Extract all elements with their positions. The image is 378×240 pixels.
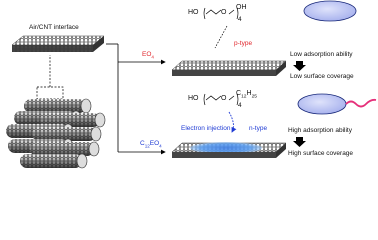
- eo4-structure: [203, 7, 239, 20]
- electron-injection-arrow: [228, 111, 237, 133]
- top-formula-repeat: 4: [238, 16, 242, 23]
- bottom-ability: High adsorption ability: [288, 127, 352, 134]
- bottom-ntype-label: n-type: [249, 125, 268, 132]
- c12eo4-structure: [203, 93, 239, 106]
- cnt-sheet-bottom: [171, 142, 287, 158]
- bottom-formula-oxygen: O: [221, 95, 227, 102]
- diagram-canvas: [6, 0, 377, 169]
- bottom-formula-left: HO: [188, 95, 199, 102]
- down-arrow-bottom: [293, 137, 306, 147]
- bottom-reagent: C12EO4: [140, 140, 162, 149]
- zoom-indicator: [36, 55, 64, 100]
- electron-injection-label: Electron injection: [181, 125, 231, 132]
- branch-arrows: [106, 43, 166, 155]
- cnt-bundle: [6, 98, 106, 169]
- headgroup-icon-top: [303, 0, 357, 22]
- top-coverage: Low surface coverage: [290, 73, 354, 80]
- headgroup-icon-bottom: [297, 93, 347, 115]
- top-formula-oxygen: O: [221, 9, 227, 16]
- top-formula-left: HO: [188, 9, 199, 16]
- alkyl-tail-icon: [345, 98, 377, 108]
- dashed-interaction-top: [214, 25, 228, 49]
- cnt-sheet-left: [11, 35, 105, 52]
- bottom-formula-right: C12H25: [236, 90, 258, 100]
- interface-title: Air/CNT interface: [29, 24, 79, 31]
- electron-cloud: [190, 142, 262, 154]
- down-arrow-top: [293, 61, 306, 71]
- bottom-coverage: High surface coverage: [288, 150, 354, 157]
- top-formula-right: OH: [236, 4, 247, 11]
- cnt-sheet-top: [171, 60, 287, 76]
- top-ptype-label: p-type: [234, 40, 253, 47]
- top-ability: Low adsorption ability: [290, 51, 353, 58]
- bottom-formula-repeat: 4: [238, 102, 242, 109]
- top-reagent: EO4: [142, 51, 154, 60]
